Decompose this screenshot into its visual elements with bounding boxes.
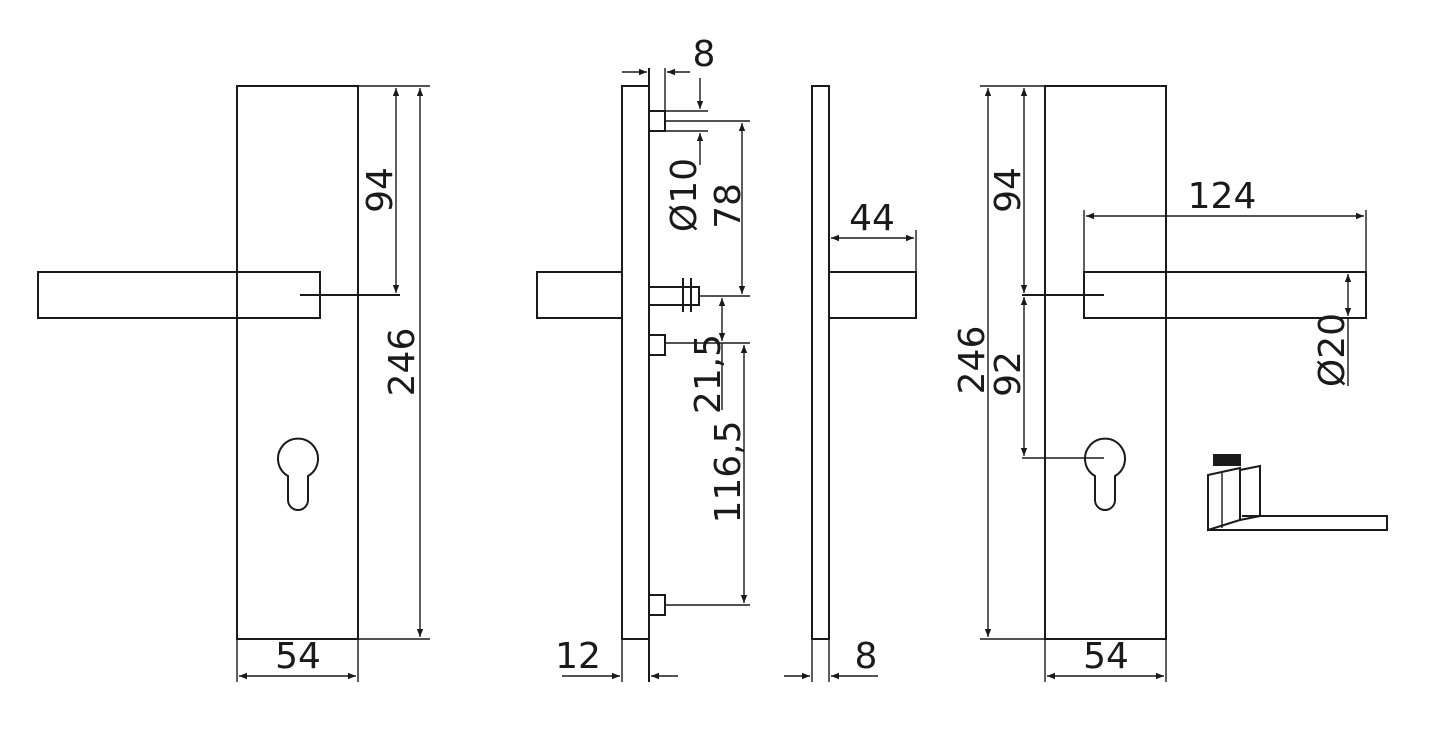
outer-plate [811,85,830,640]
dim-label-246: 246 [382,328,423,397]
top-screw-stud [648,110,666,132]
cylinder-keyhole-right [1084,437,1126,511]
iso-rose-top [1213,454,1241,466]
dim-label-78: 78 [708,183,749,229]
dim-label-44: 44 [849,198,895,239]
dim-label-d20: Ø20 [1312,313,1353,387]
dim-label-8-top: 8 [693,34,716,75]
lever-handle-right [1083,271,1367,319]
dim-label-94: 94 [360,167,401,213]
dim-label-1165: 116,5 [708,420,749,523]
lever-handle [37,271,321,319]
front-view-left: 94 246 54 [37,85,430,682]
outer-side-view: 44 8 [784,85,917,682]
dim-label-d10: Ø10 [664,158,705,232]
dim-label-124: 124 [1188,176,1257,217]
dim-label-12: 12 [555,636,601,677]
dim-label-92: 92 [988,351,1029,397]
dim-label-8-bottom: 8 [855,636,878,677]
side-lever-stub [536,271,623,319]
backplate-outline [236,85,359,640]
handle-perspective-icon [1207,454,1388,532]
cylinder-keyhole [277,437,319,511]
middle-screw-stud [648,334,666,356]
outer-lever-stub [828,271,917,319]
bottom-screw-stud [648,594,666,616]
front-view-right: 246 94 92 124 Ø20 54 [952,85,1367,682]
iso-neck [1239,464,1261,521]
dim-label-54: 54 [275,636,321,677]
side-view: 8 Ø10 78 21,5 116,5 12 [536,34,750,682]
iso-rose-body [1207,466,1241,532]
dim-label-246-right: 246 [952,326,993,395]
dim-label-54-right: 54 [1083,636,1129,677]
side-plate [621,85,650,640]
dim-label-94-right: 94 [988,167,1029,213]
dim-label-215: 21,5 [688,334,729,414]
backplate-outline-right [1044,85,1167,640]
iso-lever-bar [1208,515,1388,531]
